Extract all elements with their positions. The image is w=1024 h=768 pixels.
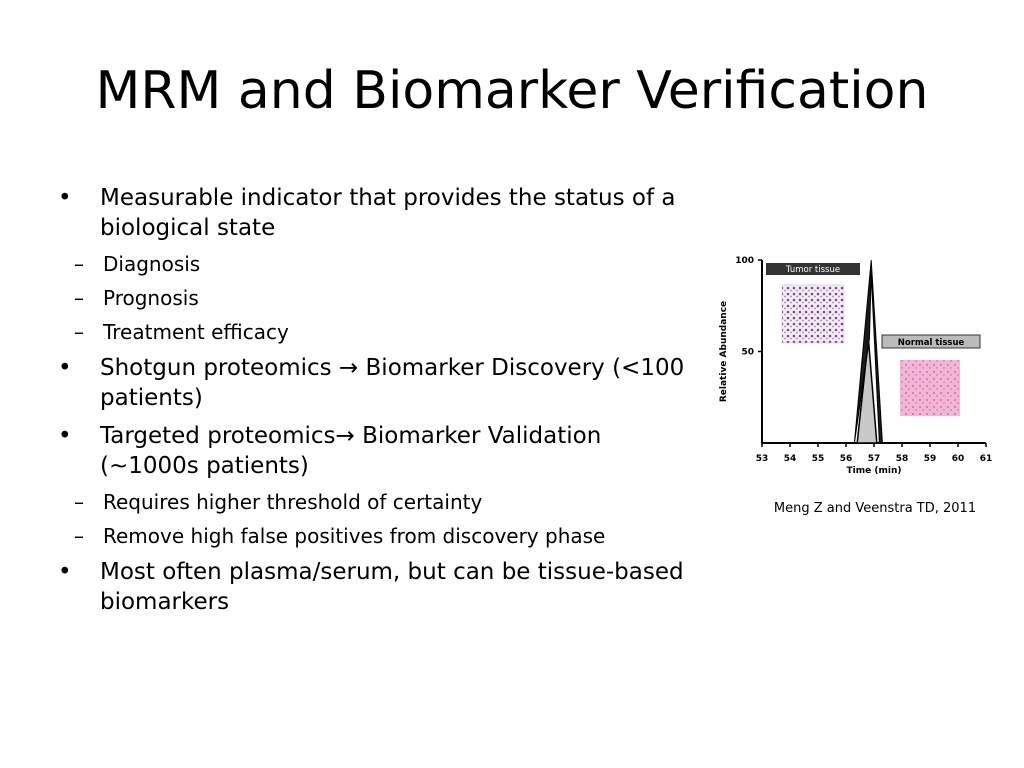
y-tick-label: 100 xyxy=(735,256,754,266)
sub-text: Remove high false positives from discove… xyxy=(103,524,606,548)
x-tick-label: 54 xyxy=(784,454,797,464)
dash-icon: – xyxy=(74,252,84,276)
dash-icon: – xyxy=(74,490,84,514)
x-axis-label: Time (min) xyxy=(847,466,902,476)
sub-item: –Remove high false positives from discov… xyxy=(58,523,698,550)
sub-list: –Diagnosis –Prognosis –Treatment efficac… xyxy=(58,251,698,346)
sub-text: Requires higher threshold of certainty xyxy=(103,490,483,514)
bullet-icon: • xyxy=(58,559,72,585)
sub-list: –Requires higher threshold of certainty … xyxy=(58,489,698,550)
dash-icon: – xyxy=(74,286,84,310)
arrow-right-icon: → xyxy=(335,423,355,449)
bullet-text: Most often plasma/serum, but can be tiss… xyxy=(100,559,684,615)
tumor-legend-box xyxy=(766,263,860,275)
y-axis-label: Relative Abundance xyxy=(719,301,729,402)
sub-text: Treatment efficacy xyxy=(103,320,289,344)
x-tick-label: 56 xyxy=(840,454,853,464)
normal-legend-box xyxy=(881,334,981,349)
normal-tissue-peak xyxy=(856,338,878,444)
bullet-item: • Targeted proteomics→ Biomarker Validat… xyxy=(58,421,698,481)
sub-text: Diagnosis xyxy=(103,252,201,276)
bullet-icon: • xyxy=(58,355,72,381)
bullet-text-after: Biomarker Discovery (<100 patients) xyxy=(100,355,685,411)
figure-caption: Meng Z and Veenstra TD, 2011 xyxy=(773,501,977,516)
bullet-text-after: Biomarker Validation (~1000s patients) xyxy=(100,423,602,479)
x-tick-label: 57 xyxy=(868,454,881,464)
bullet-item: • Most often plasma/serum, but can be ti… xyxy=(58,557,698,617)
tumor-tissue-image xyxy=(781,284,845,344)
x-tick-label: 53 xyxy=(756,454,769,464)
bullet-text-before: Shotgun proteomics xyxy=(100,355,339,381)
bullet-list: • Measurable indicator that provides the… xyxy=(58,183,698,625)
sub-item: –Prognosis xyxy=(58,285,698,312)
sub-item: –Requires higher threshold of certainty xyxy=(58,489,698,516)
y-tick-label: 50 xyxy=(741,348,754,358)
bullet-item: • Measurable indicator that provides the… xyxy=(58,183,698,243)
sub-item: –Treatment efficacy xyxy=(58,319,698,346)
sub-text: Prognosis xyxy=(103,286,199,310)
bullet-text: Measurable indicator that provides the s… xyxy=(100,185,676,241)
arrow-right-icon: → xyxy=(338,355,359,381)
tumor-legend-label: Tumor tissue xyxy=(785,265,840,275)
x-tick-label: 59 xyxy=(924,454,937,464)
sub-item: –Diagnosis xyxy=(58,251,698,278)
bullet-item: • Shotgun proteomics → Biomarker Discove… xyxy=(58,353,698,413)
tumor-tissue-peak xyxy=(853,259,883,444)
bullet-icon: • xyxy=(58,185,72,211)
x-tick-label: 58 xyxy=(896,454,909,464)
bullet-text-before: Targeted proteomics xyxy=(100,423,336,449)
normal-legend-label: Normal tissue xyxy=(898,338,965,348)
x-tick-label: 55 xyxy=(812,454,825,464)
x-tick-label: 61 xyxy=(980,454,993,464)
dash-icon: – xyxy=(74,524,84,548)
slide-title: MRM and Biomarker Verification xyxy=(95,61,929,121)
bullet-icon: • xyxy=(58,423,72,449)
dash-icon: – xyxy=(74,320,84,344)
normal-tissue-image xyxy=(900,360,960,416)
x-tick-label: 60 xyxy=(952,454,965,464)
